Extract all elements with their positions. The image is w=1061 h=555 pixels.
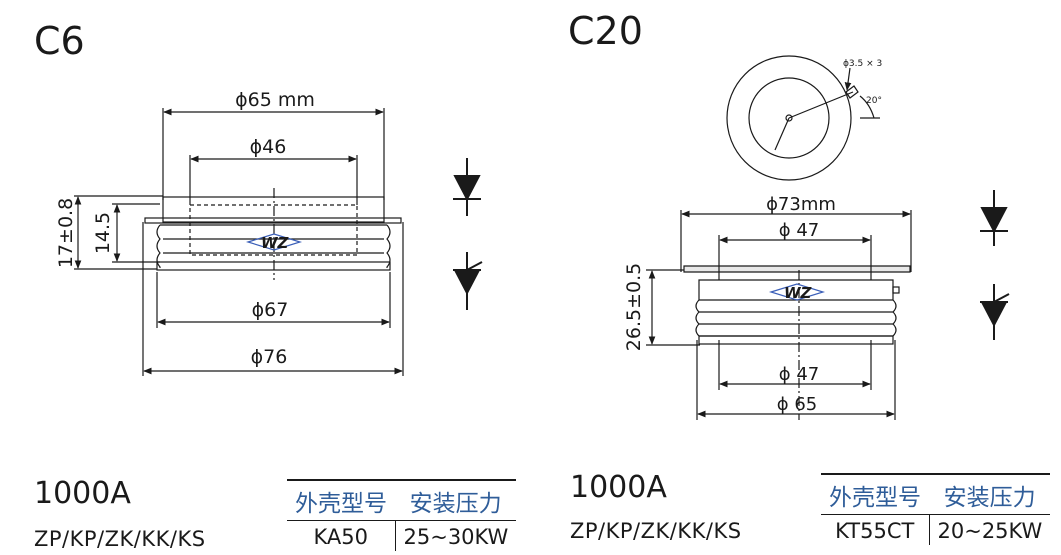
left-table-header-model: 外壳型号 bbox=[287, 479, 395, 521]
left-rating: 1000A bbox=[34, 476, 131, 511]
right-dim-top-inner: ϕ 47 bbox=[779, 220, 820, 241]
left-dim-height-total: 17±0.8 bbox=[55, 198, 77, 268]
right-dim-angle: 20° bbox=[866, 96, 882, 106]
right-table-pressure: 20~25KW bbox=[937, 519, 1043, 543]
left-dim-top-inner: ϕ46 bbox=[250, 136, 287, 158]
right-dim-hole: ϕ3.5 × 3 bbox=[843, 59, 882, 69]
right-series: ZP/KP/ZK/KK/KS bbox=[570, 519, 742, 543]
diode-icon bbox=[980, 190, 1008, 246]
right-table-model: KT55CT bbox=[821, 514, 930, 545]
table-row: KT55CT 20~25KW bbox=[821, 514, 1050, 545]
right-package-drawing bbox=[646, 210, 912, 420]
thyristor-icon bbox=[453, 252, 483, 310]
left-watermark: WZ bbox=[245, 233, 303, 252]
right-top-view bbox=[726, 55, 880, 181]
right-watermark-text: WZ bbox=[784, 284, 813, 302]
left-watermark-text: WZ bbox=[261, 234, 290, 252]
right-dim-bottom-outer: ϕ 65 bbox=[777, 394, 818, 415]
right-spec-table: 外壳型号 安装压力 KT55CT 20~25KW bbox=[821, 473, 1051, 545]
left-series: ZP/KP/ZK/KK/KS bbox=[34, 527, 206, 551]
left-spec-table: 外壳型号 安装压力 KA50 25~30KW bbox=[287, 479, 517, 551]
right-table-header-model: 外壳型号 bbox=[821, 473, 929, 515]
diode-icon bbox=[453, 158, 481, 216]
left-table-header-pressure: 安装压力 bbox=[395, 479, 517, 521]
right-dim-bottom-inner: ϕ 47 bbox=[779, 364, 820, 385]
left-package-name: C6 bbox=[34, 19, 85, 63]
right-table-header-pressure: 安装压力 bbox=[929, 473, 1051, 515]
right-rating: 1000A bbox=[570, 470, 667, 505]
table-row: KA50 25~30KW bbox=[287, 520, 516, 551]
right-dim-height-total: 26.5±0.5 bbox=[623, 263, 645, 351]
left-table-pressure: 25~30KW bbox=[403, 525, 509, 549]
left-dim-top-outer: ϕ65 mm bbox=[235, 89, 315, 111]
thyristor-icon bbox=[980, 284, 1010, 340]
left-package-drawing bbox=[74, 108, 404, 376]
left-table-model: KA50 bbox=[287, 520, 396, 551]
right-dim-top-outer: ϕ73mm bbox=[766, 194, 836, 215]
left-dim-bottom-mid: ϕ67 bbox=[252, 299, 289, 321]
left-dim-height-inner: 14.5 bbox=[92, 212, 114, 254]
left-dim-bottom-outer: ϕ76 bbox=[251, 346, 288, 368]
right-watermark: WZ bbox=[768, 283, 826, 302]
right-package-name: C20 bbox=[568, 9, 643, 53]
